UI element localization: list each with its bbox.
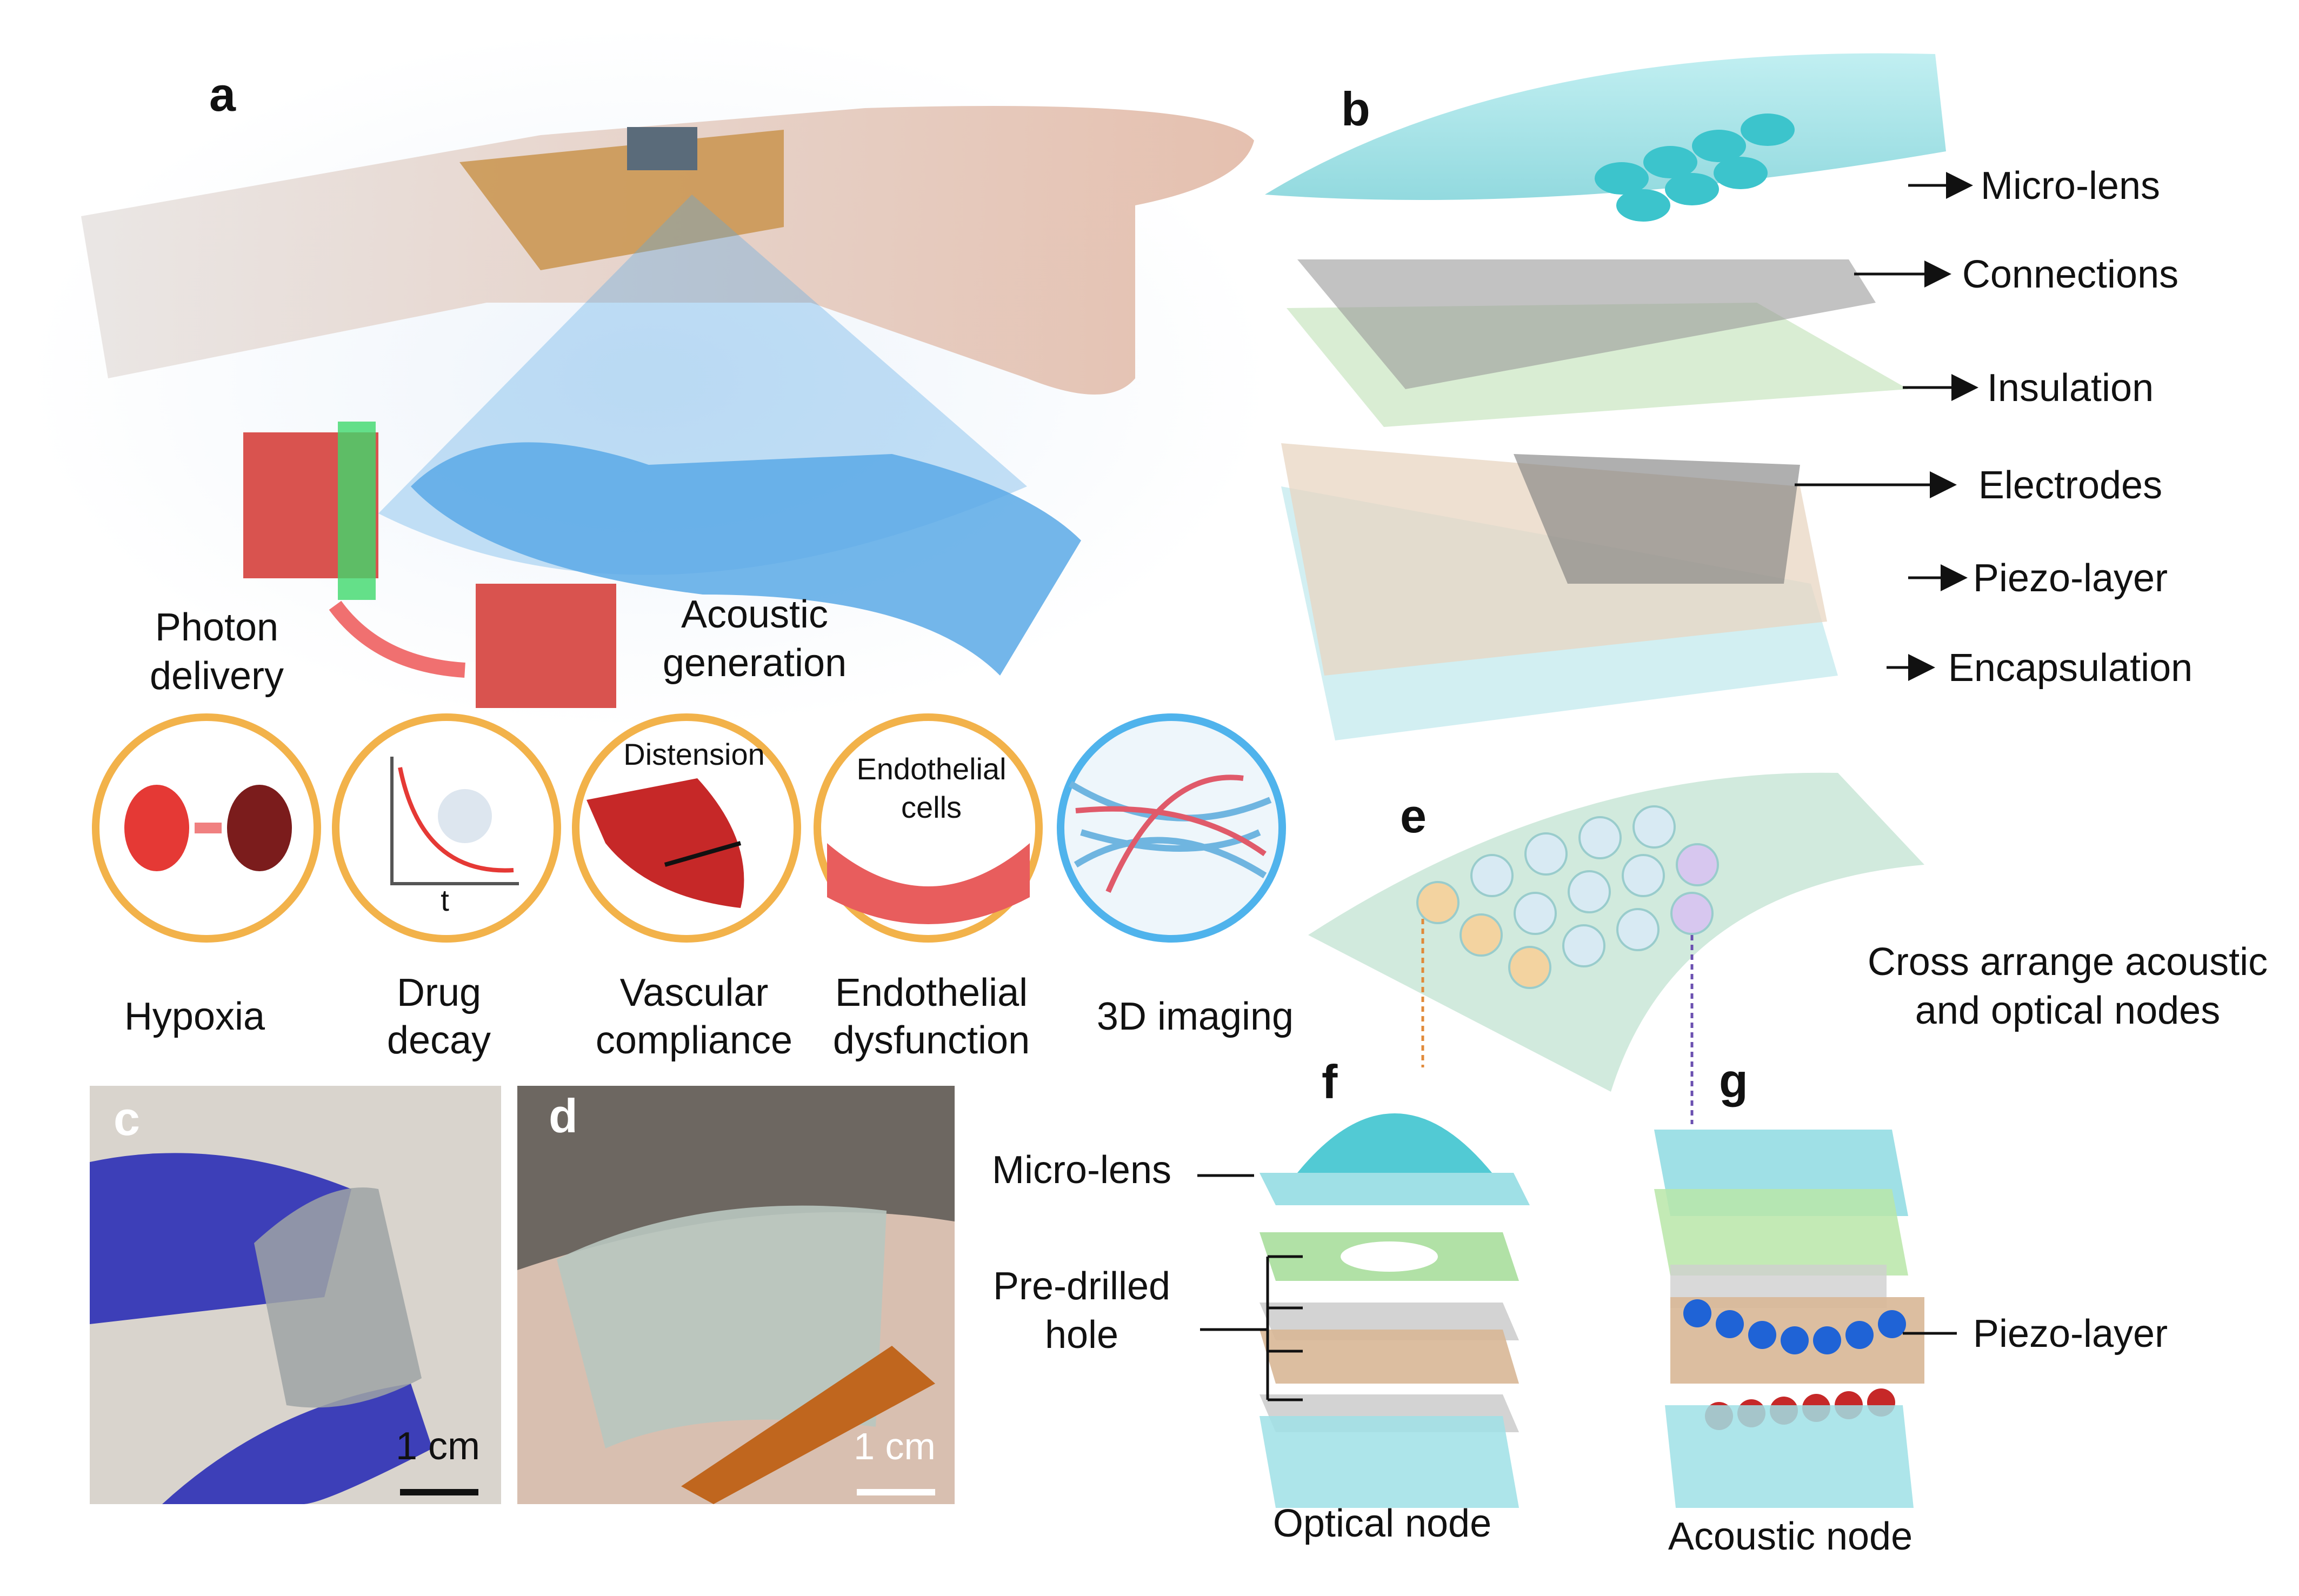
red-blood-cell-icon (124, 785, 189, 871)
decay-curve (398, 767, 514, 873)
transducer-array (627, 127, 697, 170)
acoustic-generation-label: Acoustic (681, 593, 828, 636)
panel-label-b: b (1341, 82, 1370, 136)
scale-bar-label-d: 1 cm (854, 1425, 936, 1467)
drug-decay-label: Drug (397, 971, 481, 1014)
photon-beam (338, 422, 376, 600)
tissue-block-2 (476, 584, 616, 708)
layer-label-insulation: Insulation (1987, 366, 2154, 410)
micro-lens-array (1595, 113, 1795, 222)
red-arrow (329, 600, 465, 678)
vessel-network-icon (1075, 774, 1267, 893)
panel-label-a: a (209, 68, 236, 121)
panel-f-optical-node (1197, 1113, 1530, 1508)
micro-lens-label: Micro-lens (992, 1148, 1171, 1192)
vascular-compliance-label: compliance (596, 1019, 792, 1062)
panel-b-exploded-layers (1265, 53, 1946, 740)
layer-label-encapsulation: Encapsulation (1948, 646, 2193, 690)
panel-label-c: c (114, 1092, 140, 1145)
panel-label-g: g (1719, 1054, 1748, 1107)
photon-delivery-label: Photon (155, 606, 278, 649)
piezo-layer-label: Piezo-layer (1973, 1312, 2168, 1355)
imaging-circle (1057, 713, 1286, 943)
cross-arrange-caption: Cross arrange acoustic (1868, 940, 2268, 984)
layer-callouts (1795, 172, 1978, 681)
panel-e-device (1308, 772, 1924, 1124)
micro-lens-layer (1265, 53, 1946, 201)
pre-drilled-hole-label: hole (1045, 1313, 1118, 1357)
distension-label: Distension (623, 737, 764, 771)
endothelial-dysfunction-label: Endothelial (835, 971, 1028, 1014)
photo-d (517, 1086, 955, 1504)
deoxygenated-cell-icon (227, 785, 292, 871)
optical-node-title: Optical node (1273, 1502, 1491, 1545)
photo-c (90, 1086, 501, 1504)
scale-bar-label-c: 1 cm (396, 1425, 480, 1468)
arm-and-hand (81, 106, 1254, 395)
decay-axes (390, 757, 519, 885)
drug-particle-icon (438, 789, 492, 843)
cross-arrange-caption: and optical nodes (1915, 989, 2220, 1032)
panel-label-d: d (549, 1089, 578, 1143)
hypoxia-label: Hypoxia (124, 995, 265, 1038)
drug-decay-label: decay (387, 1019, 491, 1062)
endothelial-dysfunction-label: dysfunction (833, 1019, 1030, 1062)
panel-label-f: f (1322, 1055, 1338, 1108)
imaging-label: 3D imaging (1097, 995, 1294, 1038)
blood-vessel (411, 442, 1081, 676)
panel-a-illustration (27, 27, 1270, 730)
distension-arrow (664, 841, 742, 867)
negative-charges (1683, 1299, 1906, 1354)
panel-label-e: e (1400, 789, 1427, 843)
time-axis-label: t (441, 883, 449, 917)
pre-drilled-hole-label: Pre-drilled (993, 1265, 1170, 1308)
photon-delivery-label: delivery (150, 655, 284, 698)
layer-label-electrodes: Electrodes (1978, 464, 2162, 507)
wearable-patch (459, 130, 784, 270)
endothelial-cells-icon (827, 843, 1030, 924)
layer-label-micro-lens: Micro-lens (1981, 164, 2160, 208)
vascular-compliance-label: Vascular (620, 971, 769, 1014)
electrodes-layer (1514, 454, 1800, 584)
panel-g-acoustic-node (1654, 1130, 1957, 1508)
layer-label-piezo: Piezo-layer (1973, 557, 2168, 600)
application-circles: t Distension Endothelial cells (92, 713, 1286, 943)
acoustic-node-title: Acoustic node (1668, 1515, 1912, 1558)
endothelial-cells-label: Endothelial (856, 752, 1006, 786)
acoustic-generation-label: generation (663, 642, 847, 685)
connections-layer (1297, 259, 1876, 389)
vessel-section-icon (587, 778, 744, 908)
endothelial-cells-label: cells (901, 790, 962, 824)
layer-label-connections: Connections (1962, 253, 2178, 296)
